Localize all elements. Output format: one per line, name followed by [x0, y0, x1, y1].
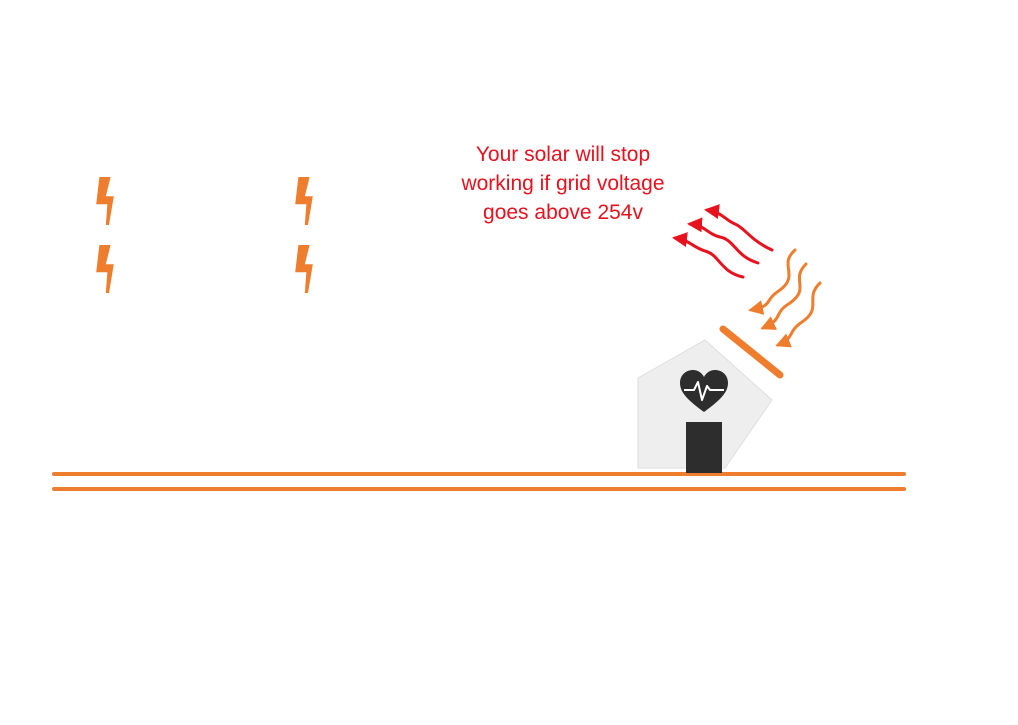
voltage-warning-caption: Your solar will stop working if grid vol…	[408, 140, 718, 227]
wavy-arrow-icon	[672, 232, 745, 279]
heart-pulse-icon	[680, 370, 728, 412]
sun-rays	[748, 248, 822, 348]
lightning-icon-group-right	[295, 177, 313, 293]
reflected-rays	[672, 204, 774, 279]
wavy-arrow-icon	[760, 262, 808, 330]
meter-icon	[686, 422, 722, 473]
lightning-icon	[295, 177, 313, 225]
lightning-icon	[96, 245, 114, 293]
caption-line: working if grid voltage	[461, 172, 665, 195]
caption-line: Your solar will stop	[475, 143, 651, 166]
lightning-icon	[295, 245, 313, 293]
caption-line: goes above 254v	[483, 201, 643, 224]
lightning-icon	[96, 177, 114, 225]
wavy-arrow-icon	[704, 204, 774, 252]
wavy-arrow-icon	[748, 248, 797, 315]
wavy-arrow-icon	[687, 217, 760, 265]
lightning-icon-group-left	[96, 177, 114, 293]
solar-panel-icon	[719, 325, 784, 379]
wavy-arrow-icon	[775, 281, 822, 348]
